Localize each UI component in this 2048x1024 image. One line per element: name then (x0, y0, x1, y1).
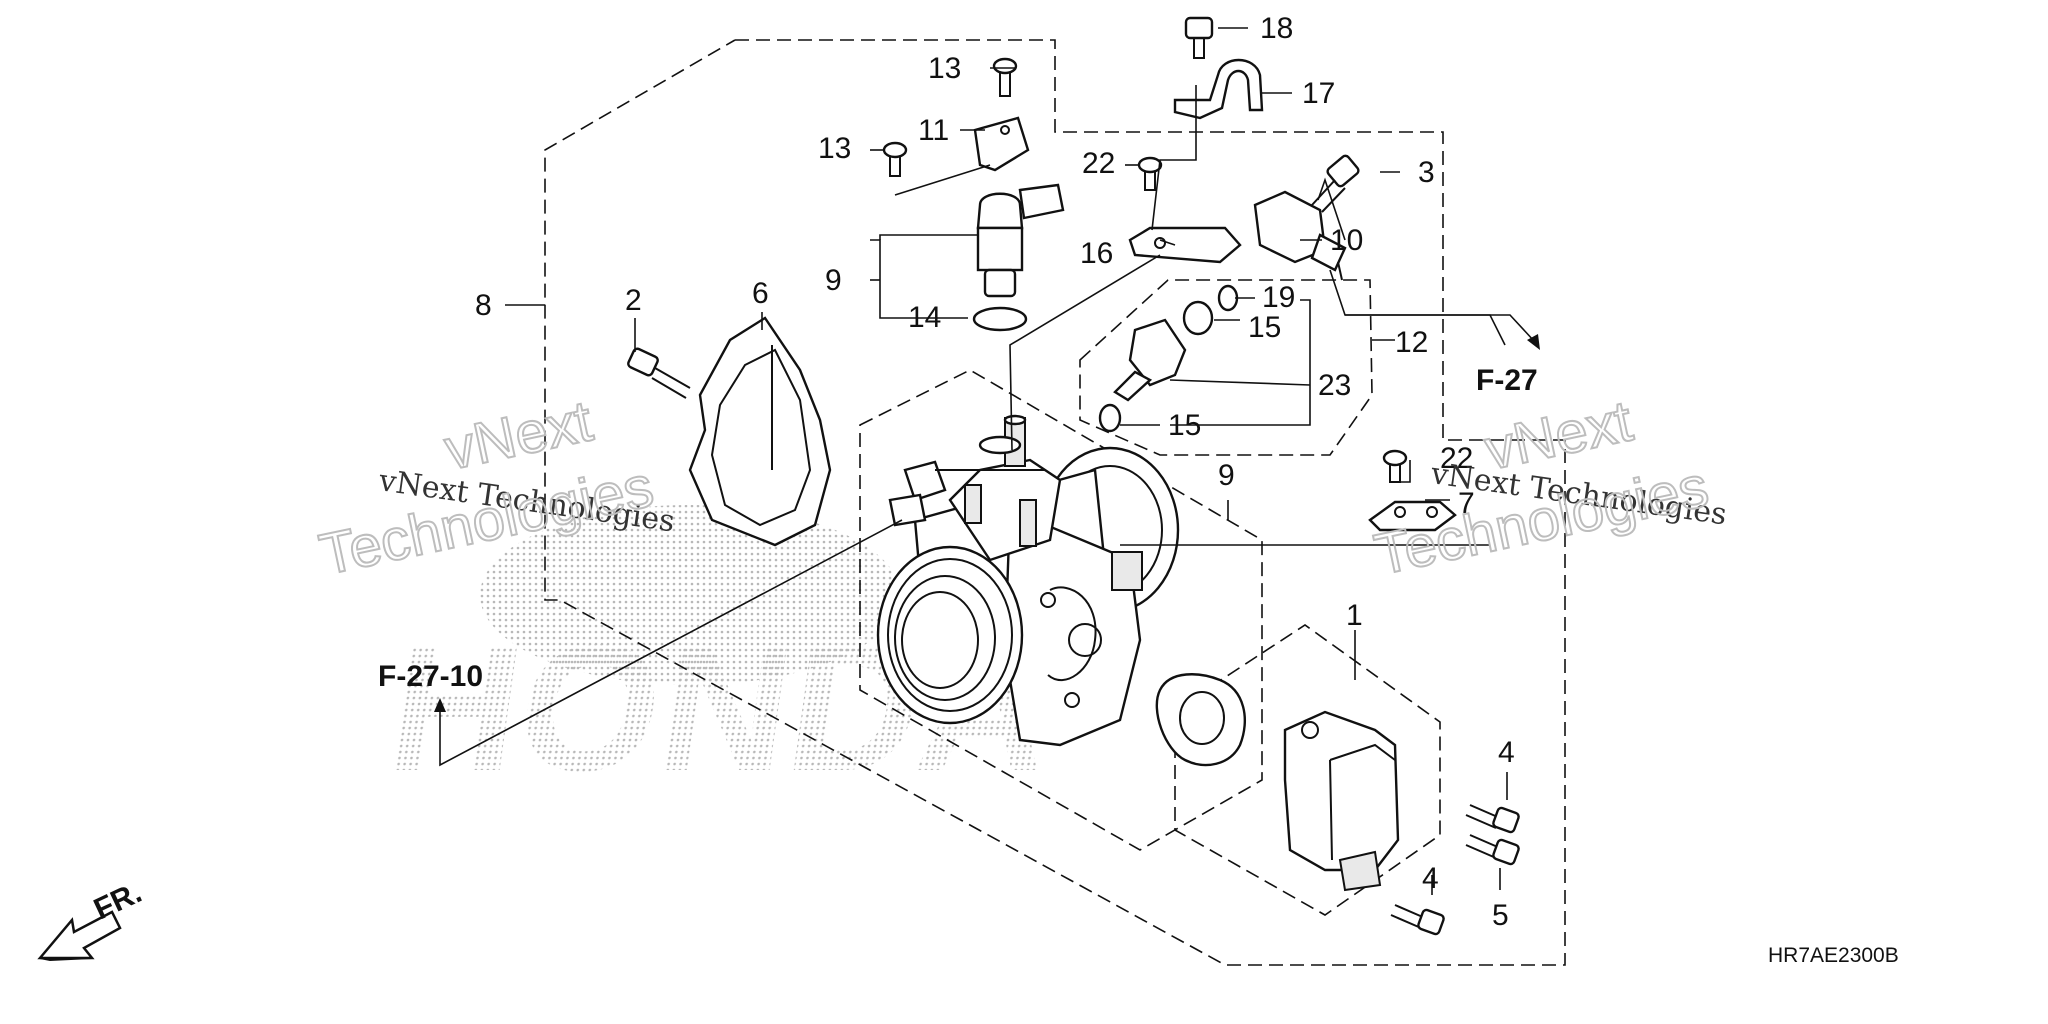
leader-lines (434, 27, 1540, 895)
fuel-pipe-10 (1253, 190, 1347, 281)
screw-13-lower (882, 141, 908, 177)
clamp-19 (1173, 58, 1264, 120)
callout-9: 9 (1218, 459, 1235, 492)
callout-2: 2 (625, 284, 642, 317)
callout-1: 1 (1346, 599, 1363, 632)
callout-3: 3 (1418, 156, 1435, 189)
throttle-body (876, 414, 1180, 747)
arrow-head-f2710 (434, 698, 446, 712)
logo-wing-watermark (480, 505, 900, 685)
throttle-position-sensor-1 (1283, 710, 1400, 892)
callout-20: 18 (1260, 12, 1293, 45)
callout-5: 5 (1492, 899, 1509, 932)
cushion-ring-17 (1182, 300, 1214, 336)
callout-11: 9 (825, 264, 842, 297)
sensor-boundary-1 (1174, 624, 1441, 916)
bolt-4-upper (1465, 804, 1520, 834)
bolt-2 (627, 347, 691, 399)
callout-18: 16 (1080, 237, 1113, 270)
bolt-20 (1184, 16, 1214, 59)
callout-16: 15 (1168, 409, 1201, 442)
injector-cap-12 (973, 116, 1030, 172)
throttle-body-boundary-9 (859, 369, 1263, 851)
arrow-head-f27 (1527, 334, 1540, 350)
screw-22-lower (1382, 449, 1408, 483)
callout-19: 17 (1302, 77, 1335, 110)
callout-7: 7 (1458, 487, 1475, 520)
callout-22-upper: 22 (1082, 147, 1115, 180)
bolt-3 (1311, 154, 1360, 213)
ref-f2710: F-27-10 (378, 660, 483, 693)
injector-boundary-15 (1079, 279, 1373, 456)
cover-6 (688, 316, 832, 547)
diagram-code: HR7AE2300B (1768, 944, 1899, 967)
callout-15: 12 (1395, 326, 1428, 359)
watermark-right-large-1: vNext (1479, 388, 1638, 482)
screw-13-upper (992, 57, 1018, 97)
callout-21: 19 (1262, 281, 1295, 314)
callout-23: 23 (1318, 369, 1351, 402)
seal-ring-16 (1098, 403, 1122, 433)
callout-13-lower: 13 (818, 132, 851, 165)
callout-17: 15 (1248, 311, 1281, 344)
front-direction-arrow: FR. (37, 876, 147, 962)
callout-6: 6 (752, 277, 769, 310)
ref-f27: F-27 (1476, 364, 1538, 397)
gasket (1155, 673, 1247, 767)
callout-13-upper: 13 (928, 52, 961, 85)
callout-14: 14 (908, 301, 941, 334)
callout-10: 10 (1330, 224, 1363, 257)
callout-4-lower: 4 (1422, 862, 1439, 895)
assembly-boundary-8 (544, 39, 1566, 966)
callout-22-lower: 22 (1440, 442, 1473, 475)
callout-8: 8 (475, 289, 492, 322)
bolt-5 (1465, 834, 1520, 866)
fuel-injector-23 (1113, 318, 1187, 402)
callout-4-upper: 4 (1498, 736, 1515, 769)
screw-22-upper (1137, 156, 1163, 191)
callout-12: 11 (918, 114, 949, 147)
o-ring-14 (972, 306, 1028, 332)
fuel-injector-assembly (976, 183, 1065, 298)
bolt-4-lower (1390, 904, 1445, 936)
seal-ring-21 (1217, 284, 1239, 312)
bracket-18 (1128, 226, 1242, 264)
plate-7 (1368, 500, 1457, 532)
